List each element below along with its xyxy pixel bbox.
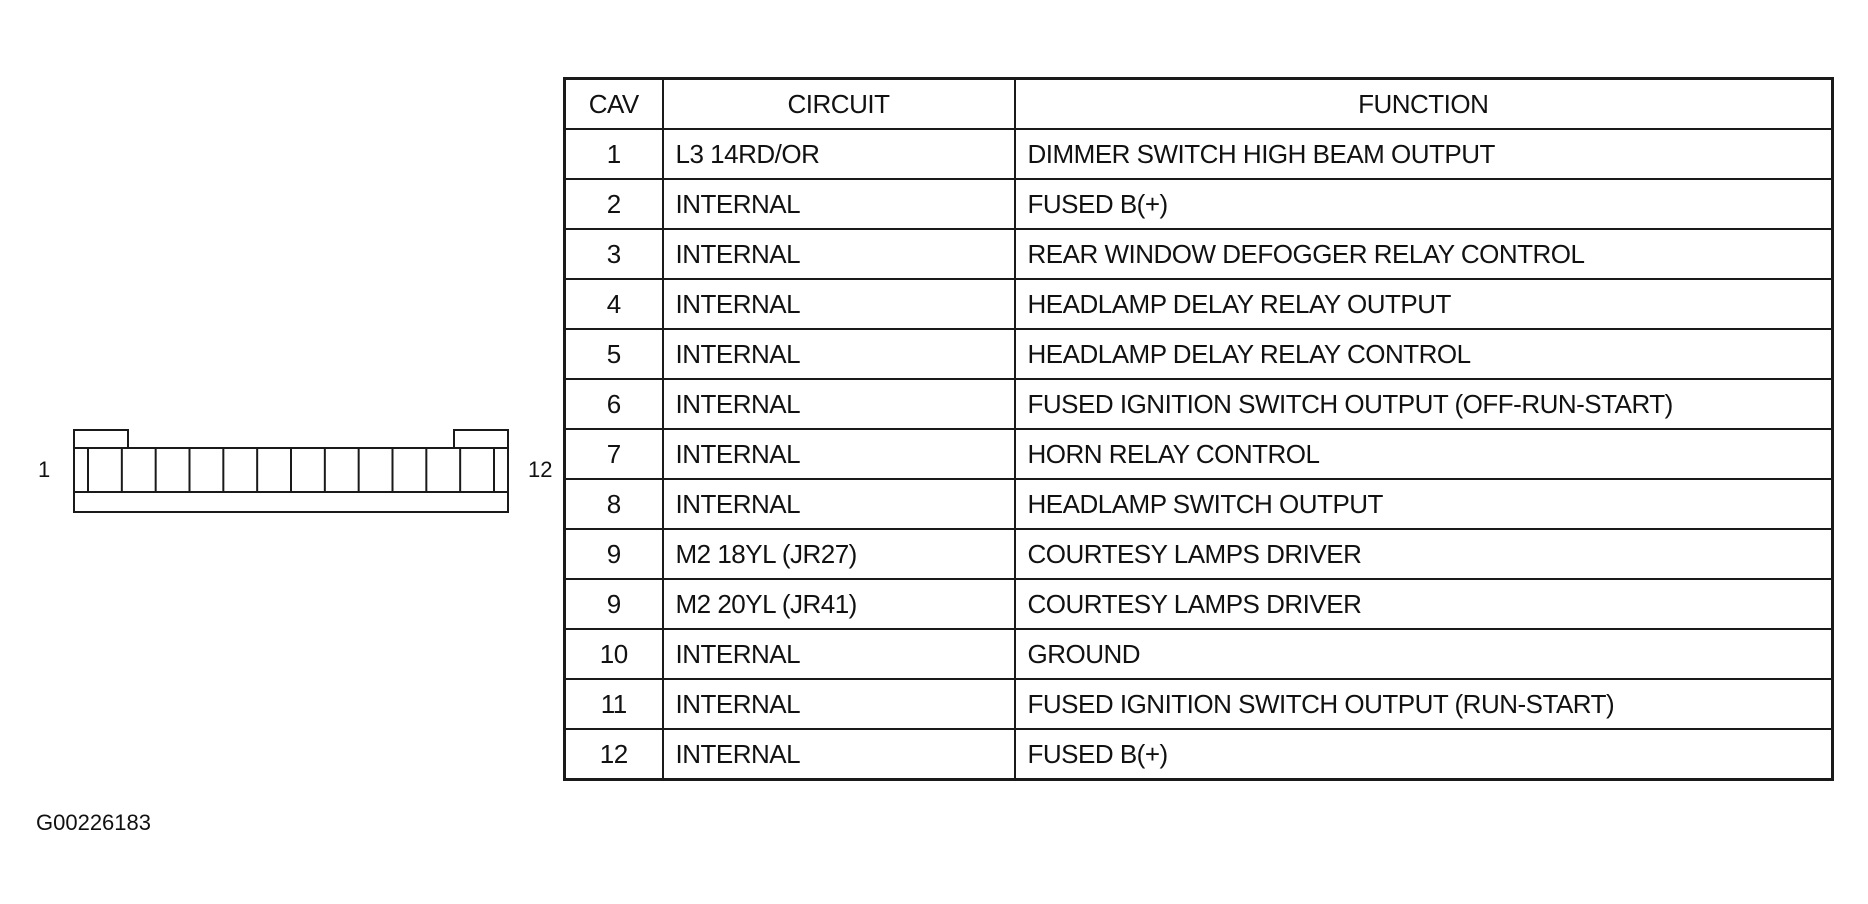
connector-outline	[73, 429, 509, 513]
pin-1-label: 1	[38, 457, 51, 482]
function-cell: REAR WINDOW DEFOGGER RELAY CONTROL	[1013, 228, 1834, 280]
cav-cell: 5	[563, 328, 664, 380]
connector-cavities	[87, 448, 495, 492]
function-cell: FUSED B(+)	[1013, 178, 1834, 230]
cav-cell: 10	[563, 628, 664, 680]
circuit-cell: INTERNAL	[661, 378, 1016, 430]
circuit-cell: INTERNAL	[661, 428, 1016, 480]
header-cav: CAV	[563, 77, 664, 130]
circuit-cell: M2 20YL (JR41)	[661, 578, 1016, 630]
table-header-row: CAV CIRCUIT FUNCTION	[563, 77, 1834, 130]
cav-cell: 1	[563, 128, 664, 180]
cav-cell: 6	[563, 378, 664, 430]
cav-cell: 2	[563, 178, 664, 230]
function-cell: HEADLAMP DELAY RELAY OUTPUT	[1013, 278, 1834, 330]
circuit-cell: INTERNAL	[661, 178, 1016, 230]
function-cell: FUSED IGNITION SWITCH OUTPUT (RUN-START)	[1013, 678, 1834, 730]
circuit-cell: INTERNAL	[661, 728, 1016, 781]
circuit-cell: INTERNAL	[661, 278, 1016, 330]
header-circuit: CIRCUIT	[661, 77, 1016, 130]
cav-cell: 12	[563, 728, 664, 781]
function-cell: GROUND	[1013, 628, 1834, 680]
cav-cell: 3	[563, 228, 664, 280]
function-cell: HEADLAMP SWITCH OUTPUT	[1013, 478, 1834, 530]
function-cell: FUSED B(+)	[1013, 728, 1834, 781]
cav-cell: 8	[563, 478, 664, 530]
function-cell: HEADLAMP DELAY RELAY CONTROL	[1013, 328, 1834, 380]
function-cell: FUSED IGNITION SWITCH OUTPUT (OFF-RUN-ST…	[1013, 378, 1834, 430]
circuit-cell: L3 14RD/OR	[661, 128, 1016, 180]
figure-id: G00226183	[36, 810, 151, 835]
cav-cell: 11	[563, 678, 664, 730]
circuit-cell: INTERNAL	[661, 628, 1016, 680]
circuit-cell: INTERNAL	[661, 478, 1016, 530]
function-cell: DIMMER SWITCH HIGH BEAM OUTPUT	[1013, 128, 1834, 180]
pin-12-label: 12	[528, 457, 553, 482]
circuit-cell: M2 18YL (JR27)	[661, 528, 1016, 580]
circuit-cell: INTERNAL	[661, 678, 1016, 730]
cav-cell: 9	[563, 528, 664, 580]
connector-diagram	[30, 420, 550, 520]
connector-right-latch	[453, 429, 509, 449]
function-cell: COURTESY LAMPS DRIVER	[1013, 578, 1834, 630]
header-function: FUNCTION	[1013, 77, 1834, 130]
cav-cell: 4	[563, 278, 664, 330]
cav-cell: 9	[563, 578, 664, 630]
cav-cell: 7	[563, 428, 664, 480]
function-cell: COURTESY LAMPS DRIVER	[1013, 528, 1834, 580]
circuit-cell: INTERNAL	[661, 328, 1016, 380]
function-cell: HORN RELAY CONTROL	[1013, 428, 1834, 480]
connector-left-latch	[73, 429, 129, 449]
circuit-cell: INTERNAL	[661, 228, 1016, 280]
